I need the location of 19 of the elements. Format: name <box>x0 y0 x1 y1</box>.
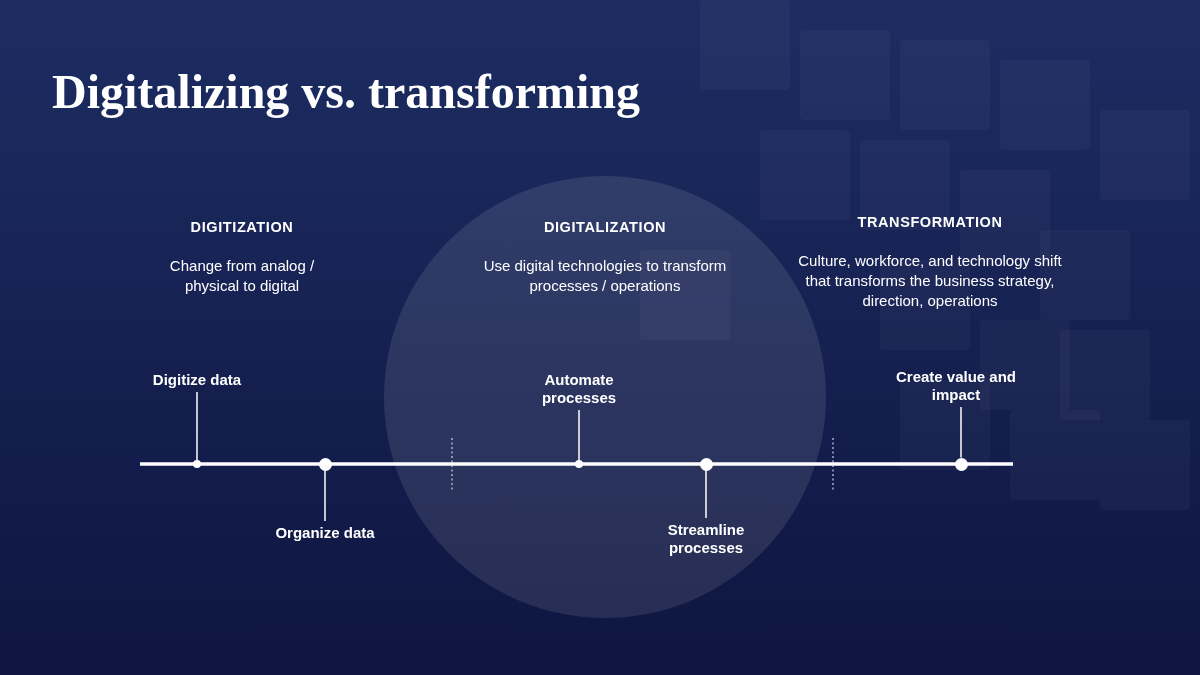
timeline-dot <box>575 460 583 468</box>
stage-description: Change from analog / physical to digital <box>168 256 316 296</box>
stage-description: Use digital technologies to transform processes / operations <box>482 256 728 296</box>
milestone-label: Create value and impact <box>886 368 1026 404</box>
leader-line <box>196 391 198 461</box>
milestone-label: Automate processes <box>514 371 644 407</box>
leader-line <box>705 469 707 519</box>
stage-heading: TRANSFORMATION <box>856 214 1004 230</box>
milestone-label: Organize data <box>265 524 385 542</box>
stage-heading: DIGITALIZATION <box>542 219 668 235</box>
stage-description: Culture, workforce, and technology shift that transforms the business strategy, direction, operations <box>797 251 1063 311</box>
leader-line <box>324 469 326 522</box>
milestone-label: Streamline processes <box>636 521 776 557</box>
milestone-label: Digitize data <box>137 371 257 389</box>
leader-line <box>578 409 580 461</box>
stage-heading: DIGITIZATION <box>189 219 295 235</box>
timeline-dot <box>193 460 201 468</box>
leader-line <box>960 406 962 459</box>
slide-title: Digitalizing vs. transforming <box>52 64 640 119</box>
